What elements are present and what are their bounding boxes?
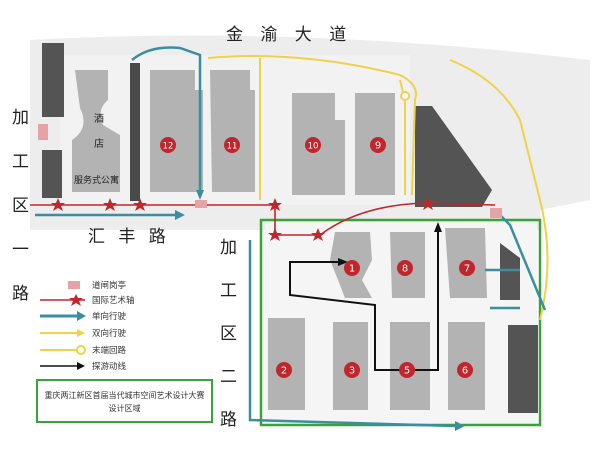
exploration-arrow — [338, 258, 348, 266]
marker-label: 10 — [308, 142, 319, 152]
legend-label-art-axis: 国际艺术轴 — [92, 295, 135, 306]
end-loop-marker — [400, 91, 410, 101]
building-marker-9: 9 — [370, 137, 386, 153]
art-axis-route — [30, 202, 496, 236]
dark-building-se — [508, 325, 538, 413]
building-12 — [150, 70, 203, 192]
one-way-route — [35, 46, 547, 428]
marker-circle — [305, 137, 321, 153]
legend-label-exploration: 探游动线 — [92, 361, 127, 372]
road-name-huifeng: 汇 丰 路 — [88, 227, 170, 247]
marker-label: 6 — [462, 366, 468, 377]
gate-booths — [38, 124, 502, 218]
legend-label-two-way: 双向行驶 — [92, 328, 127, 339]
design-area-subtitle: 设计区域 — [108, 404, 141, 413]
apartment-label: 服务式公寓 — [74, 176, 120, 186]
marker-label: 12 — [163, 142, 174, 152]
building-marker-5: 5 — [399, 362, 415, 378]
dark-building-strip — [130, 63, 140, 201]
marker-circle — [399, 362, 415, 378]
dark-building-nw — [42, 43, 64, 117]
road-name-char: 路 — [220, 410, 237, 430]
design-area-title: 重庆两江新区首届当代城市空间艺术设计大赛 — [44, 391, 205, 400]
marker-circle — [459, 260, 475, 276]
road-name-jinyu: 金 渝 大 道 — [226, 25, 353, 45]
marker-circle — [457, 362, 473, 378]
building-marker-3: 3 — [344, 362, 360, 378]
building-marker-7: 7 — [459, 260, 475, 276]
building-marker-8: 8 — [397, 260, 413, 276]
one-way-arrow — [175, 210, 185, 220]
building-11 — [210, 70, 255, 192]
marker-circle — [224, 137, 240, 153]
road-name-char: 路 — [12, 284, 29, 304]
legend-label-gate-booth: 道闸岗亭 — [92, 280, 126, 291]
marker-circle — [344, 362, 360, 378]
marker-circle — [370, 137, 386, 153]
marker-circle — [276, 362, 292, 378]
road-name-char: 工 — [220, 281, 237, 301]
road-name-char: 一 — [12, 240, 29, 260]
one-way-arrow — [455, 421, 465, 431]
road-name-char: 加 — [220, 238, 237, 258]
marker-label: 7 — [464, 264, 470, 275]
road-name-char: 区 — [12, 196, 29, 216]
marker-label: 1 — [349, 264, 355, 275]
marker-label: 9 — [375, 141, 381, 152]
hotel-label: 酒 店 — [94, 110, 104, 150]
marker-label: 5 — [404, 366, 410, 377]
building-marker-6: 6 — [457, 362, 473, 378]
legend-symbols — [40, 281, 86, 370]
building-marker-2: 2 — [276, 362, 292, 378]
road-name-char: 区 — [220, 324, 237, 344]
dark-building-e — [500, 243, 520, 300]
building-marker-12: 12 — [160, 137, 176, 153]
design-area-legend: 重庆两江新区首届当代城市空间艺术设计大赛 设计区域 — [36, 379, 213, 423]
building-marker-10: 10 — [305, 137, 321, 153]
marker-circle — [344, 260, 360, 276]
marker-circle — [160, 137, 176, 153]
marker-label: 2 — [281, 366, 287, 377]
dark-building-ne — [415, 106, 492, 207]
building-marker-11: 11 — [224, 137, 240, 153]
legend-label-end-loop: 末端回路 — [92, 345, 127, 356]
two-way-route — [207, 55, 549, 321]
art-axis-stars — [51, 197, 435, 241]
hotel-building — [72, 70, 120, 192]
road-name-char: 加 — [12, 108, 29, 128]
building-marker-1: 1 — [344, 260, 360, 276]
building-markers: 12 11 10 9 1 8 7 2 3 5 6 — [160, 137, 475, 378]
dark-building-w — [42, 150, 62, 198]
marker-label: 11 — [227, 142, 238, 152]
hotel-label-char: 店 — [94, 139, 104, 150]
road-name-char: 工 — [12, 152, 29, 172]
road-name-char: 二 — [220, 367, 237, 387]
marker-label: 3 — [349, 366, 355, 377]
one-way-arrow — [196, 190, 204, 200]
hotel-label-char: 酒 — [94, 114, 104, 125]
exploration-arrow — [434, 222, 442, 232]
legend-label-one-way: 单向行驶 — [92, 311, 127, 322]
marker-circle — [397, 260, 413, 276]
marker-label: 8 — [402, 264, 408, 275]
exploration-route — [289, 230, 439, 371]
